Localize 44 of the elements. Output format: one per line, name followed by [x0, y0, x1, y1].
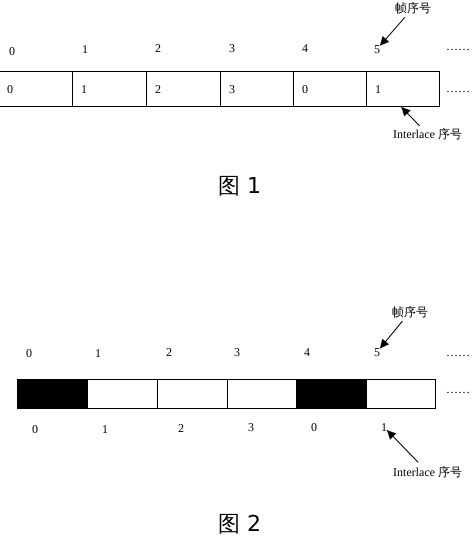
frame-cell: 0 [293, 71, 367, 107]
interlace-number: 2 [178, 422, 184, 434]
frame-number: 1 [82, 43, 88, 55]
ellipsis: …… [446, 40, 470, 52]
leader-line [400, 106, 420, 126]
frame-cell: 1 [72, 71, 147, 107]
frame-number: 4 [302, 42, 308, 54]
frame-number: 2 [155, 42, 161, 54]
interlace-number: 0 [311, 421, 317, 433]
ellipsis: …… [446, 346, 470, 358]
leader-line [380, 320, 403, 349]
frame-cell: 1 [366, 71, 440, 107]
ellipsis: …… [446, 82, 470, 94]
frame-slot [17, 379, 88, 409]
figure-caption: 图 1 [218, 176, 261, 198]
frame-number: 3 [229, 42, 235, 54]
interlace-number: 1 [102, 423, 108, 435]
leader-line [380, 16, 406, 46]
ellipsis: …… [446, 383, 470, 395]
interlace-number: 3 [248, 421, 254, 433]
frame-number: 3 [234, 346, 240, 358]
frame-number: 5 [374, 346, 380, 358]
frame-cell: 3 [220, 71, 294, 107]
interlace-number-label: Interlace 序号 [393, 466, 462, 478]
frame-number: 0 [9, 45, 15, 57]
frame-number: 4 [304, 346, 310, 358]
frame-number-label: 帧序号 [392, 306, 428, 318]
figure-caption: 图 2 [218, 514, 261, 536]
frame-number: 0 [26, 347, 32, 359]
frame-cell: 0 [0, 71, 73, 107]
frame-slot [227, 379, 297, 409]
frame-cell: 2 [146, 71, 221, 107]
interlace-number: 0 [32, 423, 38, 435]
frame-slot [366, 379, 436, 409]
leader-line [386, 430, 419, 463]
frame-number-label: 帧序号 [395, 2, 431, 14]
interlace-number: 1 [381, 421, 387, 433]
frame-slot [157, 379, 228, 409]
frame-number: 1 [95, 347, 101, 359]
frame-slot [296, 379, 367, 409]
interlace-number-label: Interlace 序号 [393, 128, 462, 140]
frame-number: 2 [166, 346, 172, 358]
frame-number: 5 [374, 43, 380, 55]
frame-slot [87, 379, 158, 409]
